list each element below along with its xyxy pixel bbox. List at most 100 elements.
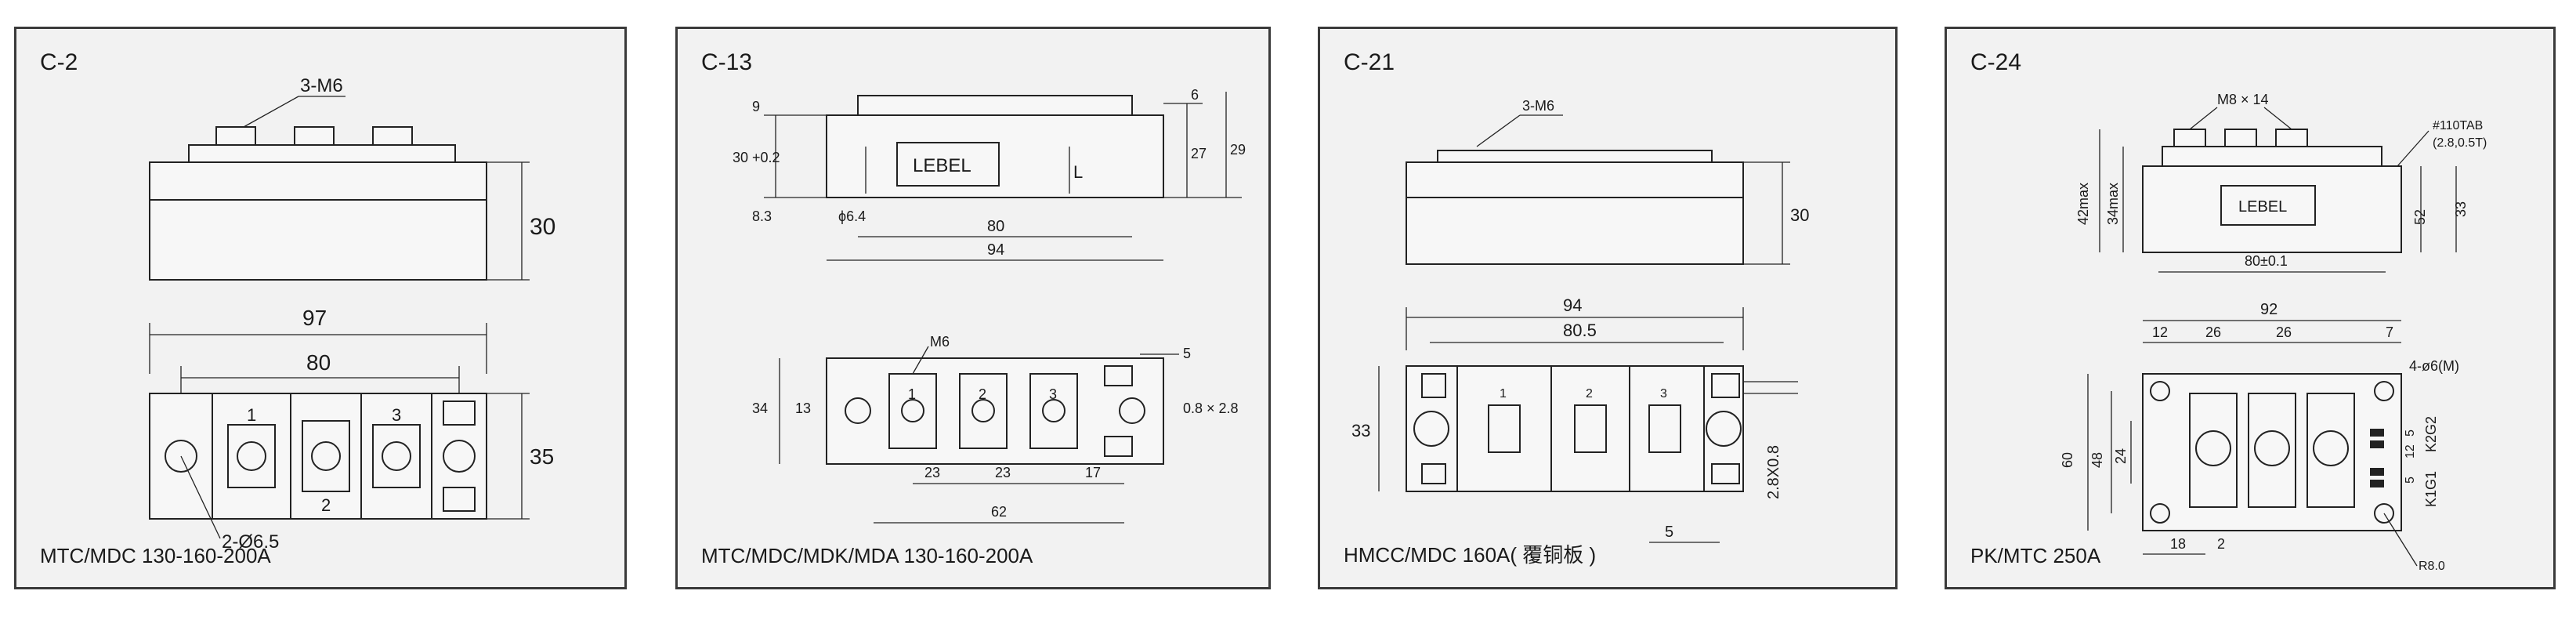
c2-terminal-2: 2 [321,495,331,515]
c2-dim-width: 35 [530,444,554,469]
panel-c24: C-24 LEBEL M8 × 14 #110TAB (2.8,0.5T) 42… [1945,27,2556,589]
c13-dim-hole: ϕ6.4 [838,208,866,224]
c24-dim-w5b: 5 [2404,477,2417,484]
c24-dim-h34: 34max [2105,183,2121,225]
c24-tab-size: (2.8,0.5T) [2433,136,2487,150]
c13-dim-h29: 29 [1230,142,1246,158]
c24-dim-l92: 92 [2260,301,2278,318]
c2-dim-spacing: 80 [306,350,331,375]
c2-dim-height: 30 [530,214,555,240]
c2-side-body [149,161,487,281]
c13-dim-h27: 27 [1191,146,1207,161]
c24-dim-h33: 33 [2453,201,2469,217]
c24-dim-w48: 48 [2089,452,2105,468]
c13-dim-l94: 94 [987,241,1004,259]
c2-dim-length: 97 [302,306,327,330]
c24-label-k2g2: K2G2 [2423,416,2439,452]
c24-dim-h42: 42max [2075,183,2091,225]
panel-caption: HMCC/MDC 160A( 覆铜板 ) [1344,543,1597,567]
c24-top-body [2142,373,2402,531]
panel-title: C-2 [40,49,78,75]
c24-dim-h52: 52 [2412,209,2428,225]
c24-dim-w12: 12 [2404,444,2417,458]
c21-side-body [1406,161,1744,265]
c24-drawing: LEBEL M8 × 14 #110TAB (2.8,0.5T) 42max 3… [2060,92,2487,573]
c13-brand-box [896,142,1000,187]
c24-dim-c7: 7 [2386,324,2393,340]
c24-tab-label: #110TAB [2433,119,2483,132]
c13-dim-p23a: 23 [924,465,940,480]
c13-brand: LEBEL [913,155,971,176]
c24-side-top [2162,146,2382,167]
c24-dim-l80: 80±0.1 [2245,253,2288,269]
c13-dim-h6: 6 [1191,87,1199,103]
c21-dim-s5: 5 [1665,524,1673,541]
c13-terminal-mark: L [1073,162,1083,182]
c24-dim-w24: 24 [2113,448,2129,464]
c13-terminal-2: 2 [979,386,986,402]
panel-c21: C-21 3-M6 30 94 80.5 1 2 [1318,27,1898,589]
c2-screw-3 [372,126,413,146]
c2-hole-label: 2-Ø6.5 [222,531,279,553]
panel-caption: MTC/MDC 130-160-200A [40,544,271,567]
c13-dim-p23b: 23 [995,465,1011,480]
c13-drawing: LEBEL L 30 +0.2 9 8.3 ϕ6.4 6 27 29 80 94… [733,87,1246,524]
c21-drawing: 3-M6 30 94 80.5 1 2 3 33 2.8X0.8 [1351,98,1809,543]
c2-mount-hole-left [165,440,197,473]
panel-title: C-21 [1344,49,1395,75]
c24-dim-w5a: 5 [2404,429,2417,437]
c2-screw-label: 3-M6 [300,75,343,96]
c24-dim-b2: 2 [2217,536,2225,552]
c13-dim-w13: 13 [795,400,811,416]
panel-caption: PK/MTC 250A [1970,544,2101,567]
c24-holes-label: 4-ø6(M) [2409,358,2459,374]
c13-dim-h9: 9 [752,99,760,114]
panel-title: C-24 [1970,49,2022,75]
c21-terminal-2: 2 [1586,387,1593,400]
c21-dim-h30: 30 [1790,205,1809,225]
c21-dim-l94: 94 [1563,295,1582,315]
c21-dim-tab: 2.8X0.8 [1765,445,1782,499]
c21-terminal-3: 3 [1660,387,1667,400]
c13-dim-tab: 0.8 × 2.8 [1183,400,1239,416]
c24-radius-label: R8.0 [2419,560,2445,573]
c2-drawing: 3-M6 30 97 80 1 2 3 35 [149,75,555,553]
c13-dim-height: 30 +0.2 [733,150,780,165]
c13-dim-l80: 80 [987,218,1004,235]
c24-brand: LEBEL [2238,198,2287,216]
c21-terminal-1: 1 [1500,387,1507,400]
c13-terminal-3: 3 [1049,386,1057,402]
c24-dim-c26b: 26 [2276,324,2292,340]
c13-dim-h83: 8.3 [752,208,772,224]
panel-title: C-13 [701,49,753,75]
c2-mount-hole-right [443,440,476,473]
c13-top-body [826,357,1164,465]
c24-brand-box [2220,185,2316,226]
c13-side-top [857,95,1133,116]
panel-caption: MTC/MDC/MDK/MDA 130-160-200A [701,544,1033,567]
panel-c13: C-13 LEBEL L 30 +0.2 9 8.3 ϕ6.4 6 27 29 … [675,27,1271,589]
c2-screw-1 [215,126,256,146]
c2-screw-2 [294,126,335,146]
c24-dim-c12: 12 [2152,324,2168,340]
c13-dim-p17: 17 [1085,465,1101,480]
panel-c2: C-2 3-M6 30 97 80 1 [14,27,627,589]
c13-dim-w34: 34 [752,400,768,416]
c24-label-k1g1: K1G1 [2423,471,2439,507]
c21-dim-w33: 33 [1351,421,1370,440]
c2-side-top [188,144,456,163]
c13-terminal-1: 1 [908,386,916,402]
c21-side-top [1437,150,1713,163]
c13-dim-p62: 62 [991,504,1007,520]
c2-terminal-1: 1 [247,405,256,425]
c2-terminal-3: 3 [392,405,401,425]
c13-screw-label: M6 [930,334,950,350]
c2-top-body [149,393,487,520]
c21-dim-l805: 80.5 [1563,321,1597,340]
c13-dim-s5: 5 [1183,346,1191,361]
c24-screw-label: M8 × 14 [2217,92,2269,107]
c21-screw-label: 3-M6 [1522,98,1554,114]
c24-dim-c26a: 26 [2205,324,2221,340]
c24-dim-w60: 60 [2060,452,2075,468]
c24-dim-b18: 18 [2170,536,2186,552]
